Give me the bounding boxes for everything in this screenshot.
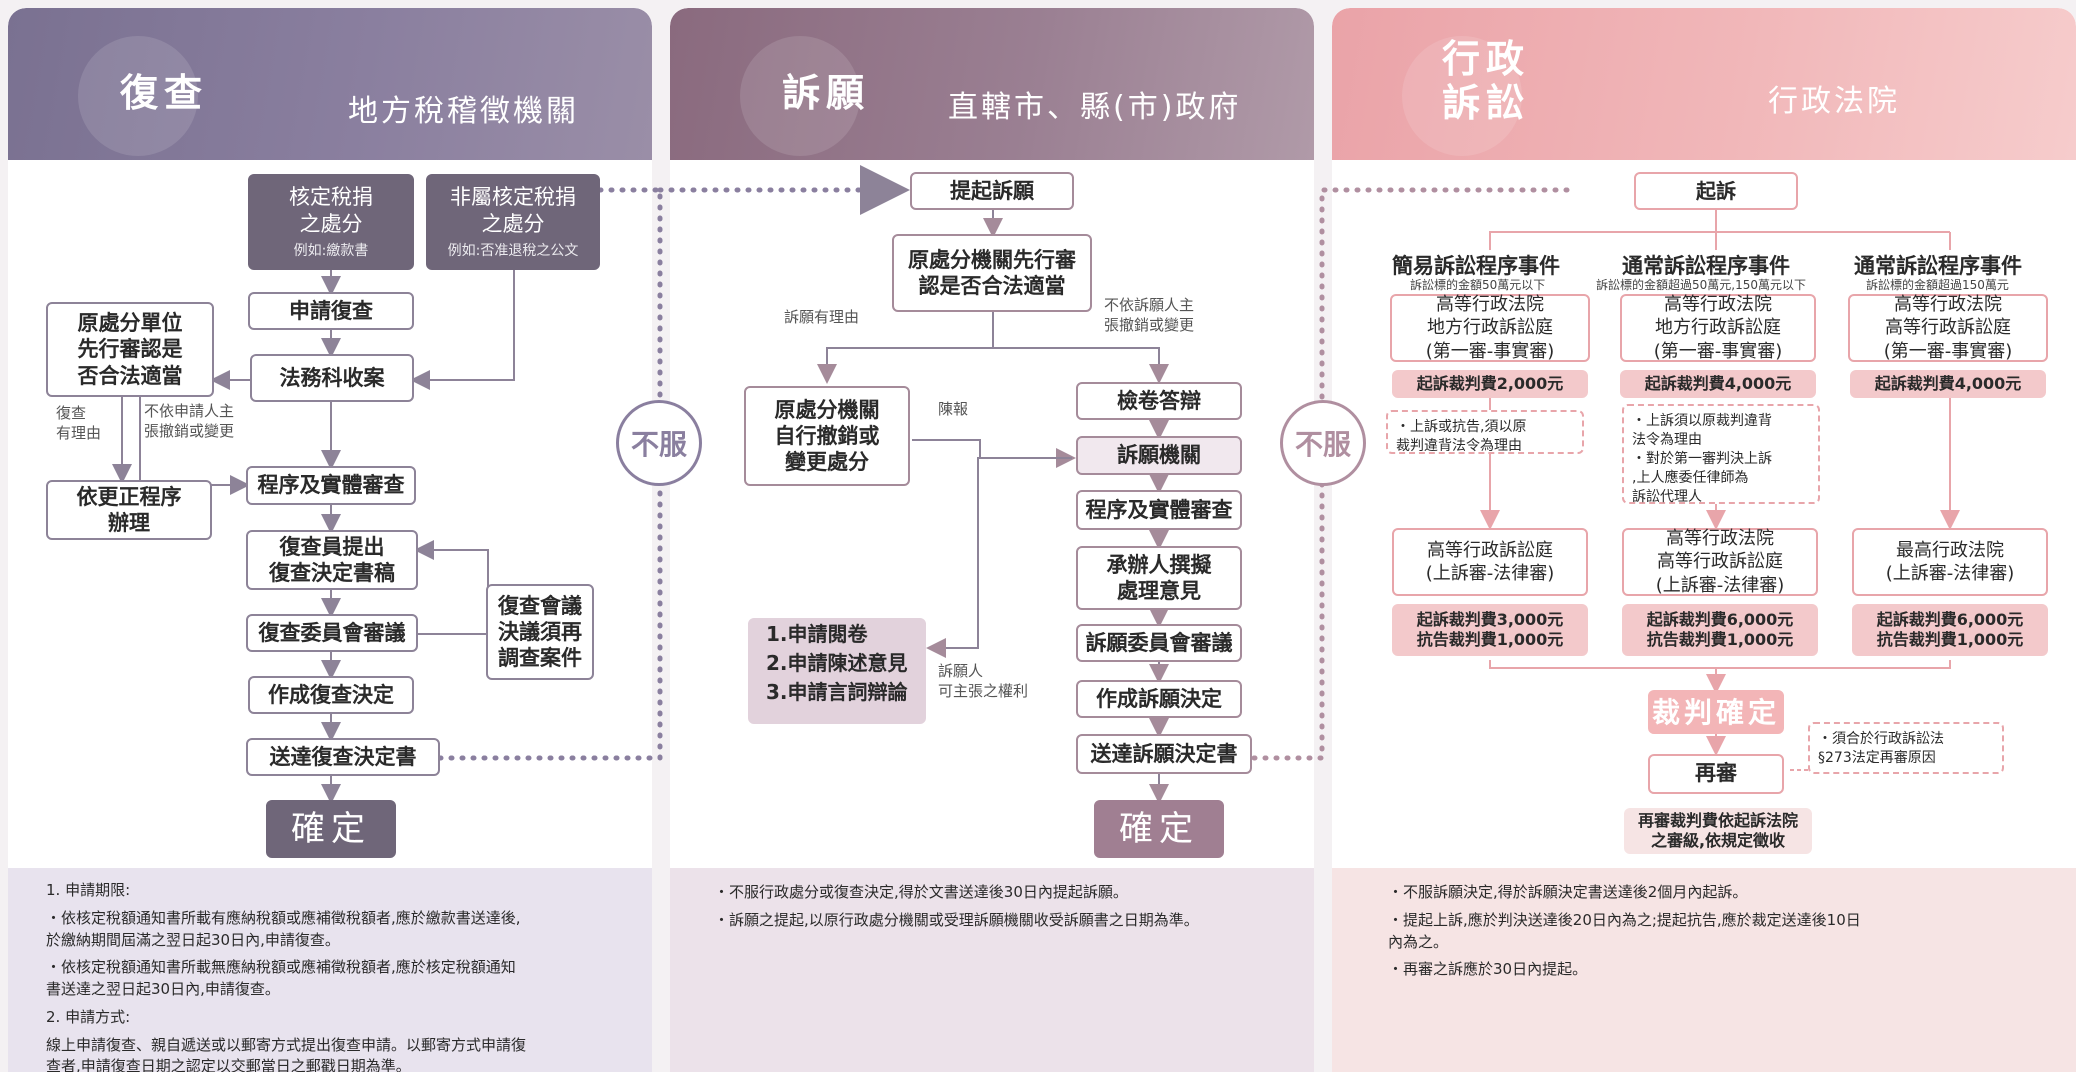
col3-amount: 訴訟標的金額超過150萬元 [1866,278,2009,292]
litigation-note-b: ・提起上訴,應於判決送達後20日內為之;提起抗告,應於裁定送達後10日 內為之。 [1388,910,1861,951]
review-procedure-check: 程序及實體審查 [246,466,416,505]
litigation-title: 行政 訴訟 [1442,37,1531,125]
deliver-appeal-decision: 送達訴願決定書 [1076,734,1252,774]
col1-first-fee: 起訴裁判費2,000元 [1392,370,1588,398]
appellant-rights: 1.申請閱卷 2.申請陳述意見 3.申請言詞辯論 [748,618,926,724]
right-state-opinion: 2.申請陳述意見 [766,651,908,675]
appeal-panel: 訴願 直轄市、縣(市)政府 ・不服行政處分或復查決定,得於文書送達後30日內提起… [670,8,1314,1072]
file-appeal: 提起訴願 [910,172,1074,210]
header-decoration [740,36,860,156]
review-title: 復查 [120,71,209,115]
review-final: 確定 [266,800,396,858]
review-note-1b: ・依核定稅額通知書所載無應納稅額或應補徵稅額者,應於核定稅額通知 書送達之翌日起… [46,958,516,998]
review-header: 復查 地方稅稽徵機關 [8,8,652,160]
self-revoke: 原處分機關 自行撤銷或 變更處分 [744,386,910,486]
header-decoration [1402,36,1522,156]
col2-first-fee: 起訴裁判費4,000元 [1620,370,1816,398]
apply-review: 申請復查 [248,292,414,330]
col3-appeal-fee: 起訴裁判費6,000元 抗告裁判費1,000元 [1852,604,2048,656]
col2-appeal-note: ・上訴須以原裁判違背 法令為理由 ・對於第一審判決上訴 ,上人應委任律師為 訴訟… [1622,404,1820,505]
col1-type: 簡易訴訟程序事件 [1392,254,1560,278]
col1-amount: 訴訟標的金額50萬元以下 [1410,278,1546,292]
review-note-1a: ・依核定稅額通知書所載有應納稅額或應補徵稅額者,應於繳款書送達後, 於繳納期間屆… [46,908,521,949]
drafter-opinion: 承辦人撰擬 處理意見 [1076,546,1242,610]
judgment-final: 裁判確定 [1648,690,1784,734]
review-note-1-title: 1. 申請期限: [46,881,131,899]
retrial-condition-note: ・須合於行政訴訟法 §273法定再審原因 [1808,722,2004,774]
appeal-subtitle: 直轄市、縣(市)政府 [948,90,1242,125]
litigation-header: 行政 訴訟 行政法院 [1332,8,2076,160]
col2-amount: 訴訟標的金額超過50萬元,150萬元以下 [1596,278,1806,292]
orig-unit-check: 原處分單位 先行審認是 否合法適當 [46,302,214,397]
appeal-note-b: ・訴願之提起,以原行政處分機關或受理訴願機關收受訴願書之日期為準。 [714,910,1199,929]
appeal-disagree-badge: 不服 [1280,400,1366,486]
appeal-committee: 訴願委員會審議 [1076,624,1242,662]
litigation-note-c: ・再審之訴應於30日內提起。 [1388,960,1588,979]
appeal-not-follow-label: 不依訴願人主 張撤銷或變更 [1104,296,1195,334]
litigation-footer: ・不服訴願決定,得於訴願決定書送達後2個月內起訴。 ・提起上訴,應於判決送達後2… [1332,868,2076,1072]
right-inspect-file: 1.申請閱卷 [766,622,868,646]
appeal-agency: 訴願機關 [1076,436,1242,475]
appeal-procedure-check: 程序及實體審查 [1076,490,1242,530]
make-appeal-decision: 作成訴願決定 [1076,680,1242,718]
col3-first-fee: 起訴裁判費4,000元 [1850,370,2046,398]
nonassessed-example: 例如:否准退稅之公文 [447,242,579,259]
appeal-note-a: ・不服行政處分或復查決定,得於文書送達後30日內提起訴願。 [714,883,1128,901]
review-not-follow-label: 不依申請人主 張撤銷或變更 [144,402,235,440]
reinvestigate-case: 復查會議 決議須再 調查案件 [486,584,594,680]
review-committee: 復查委員會審議 [246,614,418,652]
appeal-title: 訴願 [782,71,871,115]
col1-appeal-note: ・上訴或抗告,須以原 裁判違背法令為理由 [1386,410,1584,454]
review-note-2a: 線上申請復查、親自遞送或以郵寄方式提出復查申請。以郵寄方式申請復 查者,申請復查… [46,1035,527,1072]
appeal-final: 確定 [1094,800,1224,858]
col1-appeal-court: 高等行政訴訟庭 (上訴審-法律審) [1392,528,1588,596]
review-subtitle: 地方稅稽徵機關 [348,94,579,129]
inspect-reply: 檢卷答辯 [1076,382,1242,420]
reviewer-draft: 復查員提出 復查決定書稿 [246,530,418,590]
nonassessed-disposition: 非屬核定稅捐 之處分 例如:否准退稅之公文 [426,174,600,270]
col1-first-instance: 高等行政法院 地方行政訴訟庭 (第一審-事實審) [1390,294,1590,362]
review-note-2-title: 2. 申請方式: [46,1007,131,1026]
assessed-label: 核定稅捐 之處分 [289,184,373,237]
header-decoration [78,36,198,156]
col3-first-instance: 高等行政法院 高等行政訴訟庭 (第一審-事實審) [1848,294,2048,362]
litigation-subtitle: 行政法院 [1768,84,1900,119]
appeal-reason-label: 訴願有理由 [784,308,860,326]
appeal-footer: ・不服行政處分或復查決定,得於文書送達後30日內提起訴願。 ・訴願之提起,以原行… [670,868,1314,1072]
nonassessed-label: 非屬核定稅捐 之處分 [450,184,576,237]
agency-prereview: 原處分機關先行審 認是否合法適當 [892,234,1092,312]
assessed-example: 例如:繳款書 [293,242,369,259]
right-oral-argument: 3.申請言詞辯論 [766,680,908,704]
review-reason-label: 復查 有理由 [56,404,102,442]
report-label: 陳報 [938,400,969,418]
legal-dept-intake: 法務科收案 [250,354,414,402]
make-review-decision: 作成復查決定 [248,676,414,714]
file-lawsuit: 起訴 [1634,172,1798,210]
appeal-header: 訴願 直轄市、縣(市)政府 [670,8,1314,160]
correction-procedure: 依更正程序 辦理 [46,480,212,540]
col1-appeal-fee: 起訴裁判費3,000元 抗告裁判費1,000元 [1392,604,1588,656]
col2-type: 通常訴訟程序事件 [1622,254,1790,278]
col2-appeal-fee: 起訴裁判費6,000元 抗告裁判費1,000元 [1622,604,1818,656]
litigation-note-a: ・不服訴願決定,得於訴願決定書送達後2個月內起訴。 [1388,883,1748,901]
col3-type: 通常訴訟程序事件 [1854,254,2022,278]
col3-appeal-court: 最高行政法院 (上訴審-法律審) [1852,528,2048,596]
review-footer: 1. 申請期限: ・依核定稅額通知書所載有應納稅額或應補徵稅額者,應於繳款書送達… [8,868,652,1072]
retrial: 再審 [1648,754,1784,794]
rights-label: 訴願人 可主張之權利 [938,662,1029,700]
col2-first-instance: 高等行政法院 地方行政訴訟庭 (第一審-事實審) [1620,294,1816,362]
col2-appeal-court: 高等行政法院 高等行政訴訟庭 (上訴審-法律審) [1622,528,1818,596]
retrial-fee: 再審裁判費依起訴法院 之審級,依規定徵收 [1624,808,1812,854]
deliver-review-decision: 送達復查決定書 [246,738,440,776]
review-disagree-badge: 不服 [616,400,702,486]
assessed-tax-disposition: 核定稅捐 之處分 例如:繳款書 [248,174,414,270]
